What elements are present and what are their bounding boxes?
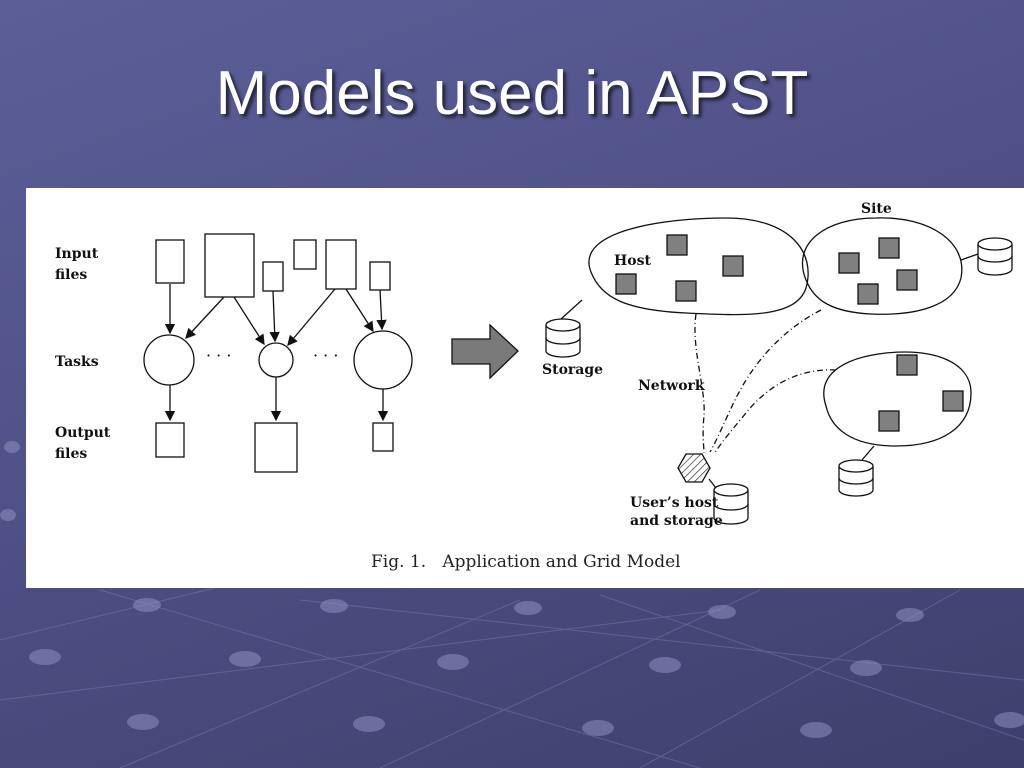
storage-link (560, 299, 583, 320)
site-label: Site (861, 201, 892, 217)
output-files-label-1: Output (55, 425, 111, 441)
dependency-arrow (233, 296, 265, 346)
host-node (675, 280, 697, 302)
site-cloud (801, 217, 963, 315)
application-model: Input files Tasks Output files · · · · ·… (55, 233, 413, 473)
dependency-arrow (376, 289, 387, 331)
dependency-arrow (345, 288, 374, 333)
user-host-label-1: User’s host (630, 495, 719, 511)
input-file (325, 239, 357, 290)
dependency-arrow (185, 296, 225, 339)
task-circle (143, 334, 195, 386)
input-files-label-1: Input (55, 246, 99, 262)
storage-cylinder (545, 318, 581, 358)
host-node (878, 237, 900, 259)
host-node (857, 283, 879, 305)
host-node (896, 354, 918, 376)
tasks-label: Tasks (55, 354, 99, 370)
storage-cylinder (838, 459, 874, 497)
task-circle (258, 342, 294, 378)
output-files-label-2: files (55, 446, 87, 462)
storage-cylinder (977, 237, 1013, 276)
mapping-arrow-icon (451, 323, 519, 380)
user-host-label-2: and storage (630, 513, 723, 529)
host-node (666, 234, 688, 256)
figure-caption: Fig. 1. Application and Grid Model (371, 552, 681, 572)
storage-link (861, 445, 875, 461)
storage-cylinder (713, 483, 749, 525)
host-label: Host (614, 253, 651, 269)
application-grid-diagram: Input files Tasks Output files · · · · ·… (55, 201, 1013, 572)
input-file (293, 239, 317, 270)
user-host-node (677, 453, 711, 483)
task-ellipsis: · · · (313, 346, 338, 365)
input-file (369, 261, 391, 291)
storage-link (960, 253, 979, 261)
host-node (896, 269, 918, 291)
input-file (155, 239, 185, 284)
dependency-arrow (269, 290, 280, 343)
grid-model: Host Site (542, 201, 1013, 529)
host-node (722, 255, 744, 277)
figure-panel: Input files Tasks Output files · · · · ·… (26, 188, 1024, 588)
input-file (204, 233, 255, 298)
host-node (942, 390, 964, 412)
network-links (694, 309, 837, 455)
dependency-arrow (287, 288, 336, 346)
input-file (262, 261, 284, 292)
host-node (878, 410, 900, 432)
storage-label: Storage (542, 362, 603, 378)
task-ellipsis: · · · (206, 346, 231, 365)
site-cloud (823, 351, 972, 447)
output-file (254, 422, 298, 473)
output-file (372, 422, 394, 452)
storage-link (708, 478, 717, 489)
slide-title: Models used in APST (215, 59, 809, 128)
input-files-label-2: files (55, 267, 87, 283)
host-node (615, 273, 637, 295)
task-circle (353, 330, 413, 390)
site-cloud (588, 217, 809, 316)
host-node (838, 252, 860, 274)
output-file (155, 422, 185, 458)
network-label: Network (638, 378, 705, 394)
